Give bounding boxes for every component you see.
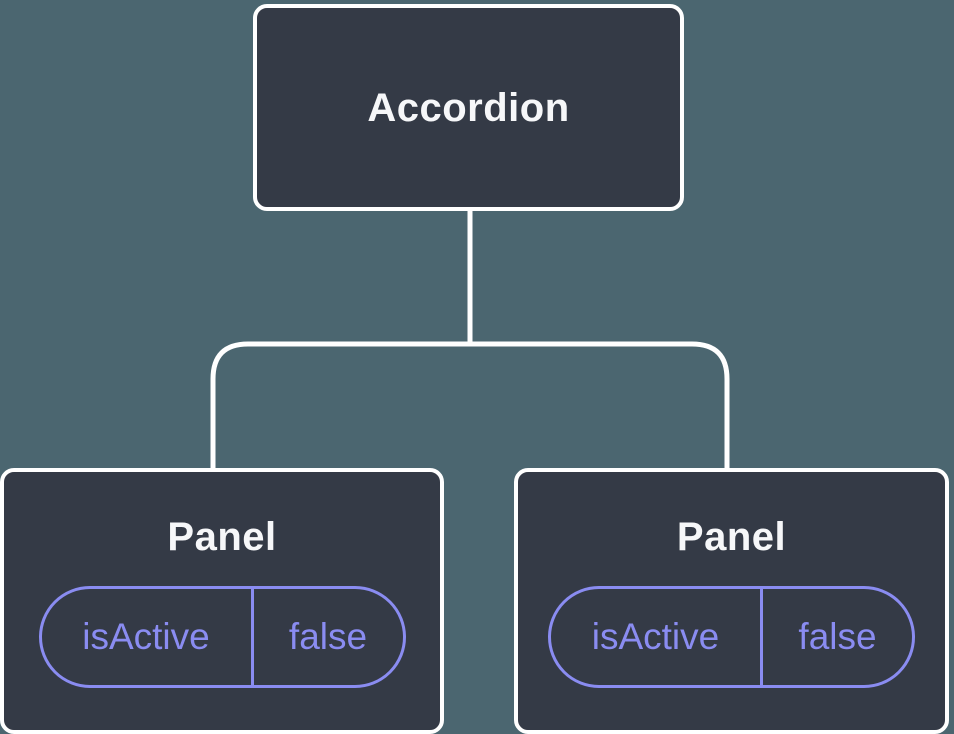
state-pill: isActive false — [38, 586, 406, 688]
node-accordion-label: Accordion — [367, 85, 570, 130]
state-name: isActive — [551, 589, 763, 685]
state-value: false — [798, 616, 877, 657]
node-panel-right-label: Panel — [676, 515, 787, 559]
state-name: isActive — [42, 589, 254, 685]
state-value: false — [288, 616, 368, 657]
node-panel-left: Panel isActive false — [0, 468, 444, 734]
node-accordion: Accordion — [253, 4, 684, 211]
state-pill: isActive false — [548, 586, 915, 688]
node-panel-right: Panel isActive false — [514, 468, 949, 734]
node-panel-left-label: Panel — [167, 515, 277, 559]
